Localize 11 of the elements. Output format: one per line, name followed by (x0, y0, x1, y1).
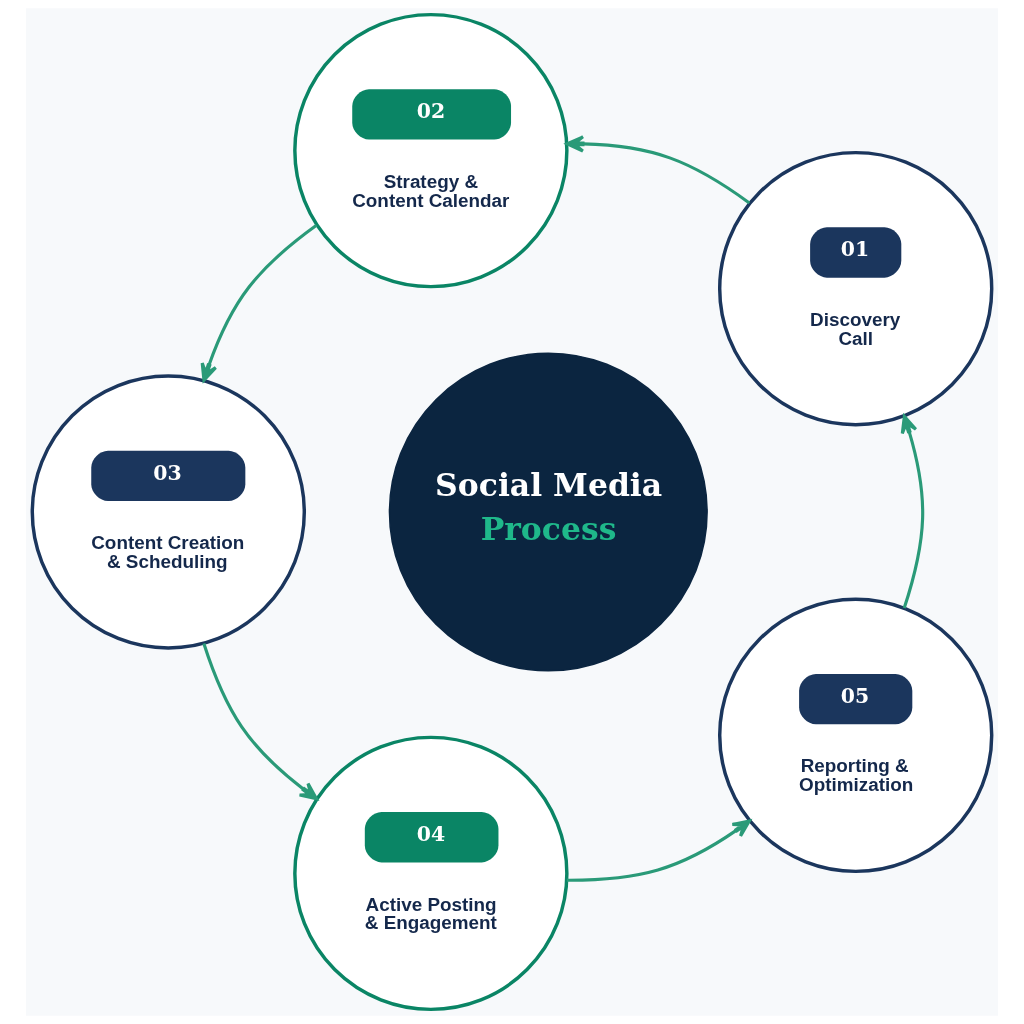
node-circle: 01 Discovery Call (717, 150, 994, 427)
arrow (202, 642, 318, 801)
node-circle: 02 Strategy & Content Calendar (293, 12, 569, 289)
node-circle: Social Media Process (388, 352, 708, 672)
node-circle: 05 Reporting & Optimization (717, 597, 994, 874)
node-circle: 03 Content Creation & Scheduling (30, 374, 307, 650)
arrow (566, 819, 751, 882)
arrow (900, 414, 925, 609)
node-circle: 04 Active Posting & Engagement (293, 735, 569, 1012)
arrow (200, 224, 318, 382)
arrow (565, 135, 751, 205)
